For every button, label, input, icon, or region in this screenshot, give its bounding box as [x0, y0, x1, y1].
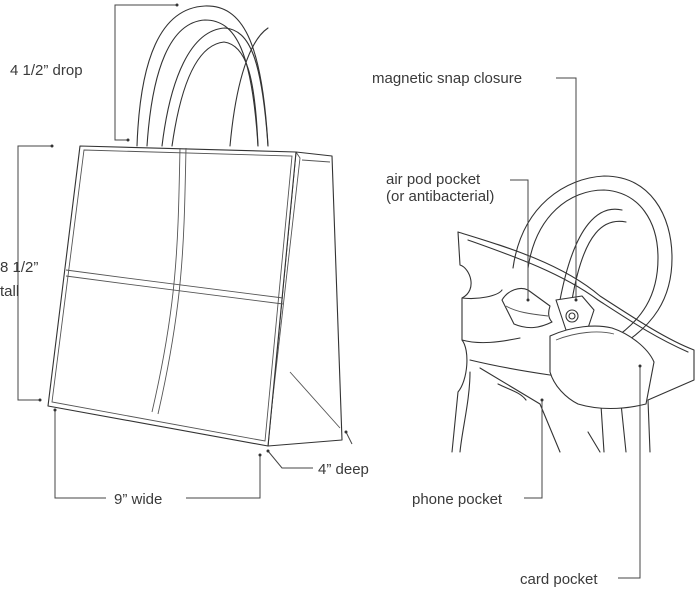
phone-pocket-label: phone pocket — [412, 491, 503, 508]
tall-label-line2: tall — [0, 283, 19, 300]
bag-handles — [136, 5, 269, 147]
air-pod-pocket-label-line2: (or antibacterial) — [386, 188, 494, 205]
tote-bag-interior — [451, 175, 695, 453]
bag-front-panel — [47, 145, 297, 447]
magnetic-snap-label: magnetic snap closure — [372, 70, 522, 87]
bag-opening — [457, 231, 695, 453]
drop-label: 4 1/2” drop — [10, 62, 83, 79]
magnetic-snap-tab — [555, 295, 595, 331]
air-pod-pocket — [501, 287, 553, 329]
dimension-lines — [17, 3, 353, 499]
air-pod-pocket-label-line1: air pod pocket — [386, 171, 481, 188]
deep-label: 4” deep — [318, 461, 369, 478]
magnetic-snap — [565, 309, 579, 323]
phone-pocket-panel — [549, 325, 655, 409]
tall-label-line1: 8 1/2” — [0, 259, 38, 276]
tote-bag-exterior — [47, 5, 343, 447]
wide-label: 9” wide — [114, 491, 162, 508]
callout-lines — [510, 77, 642, 579]
card-pocket-label: card pocket — [520, 571, 598, 588]
